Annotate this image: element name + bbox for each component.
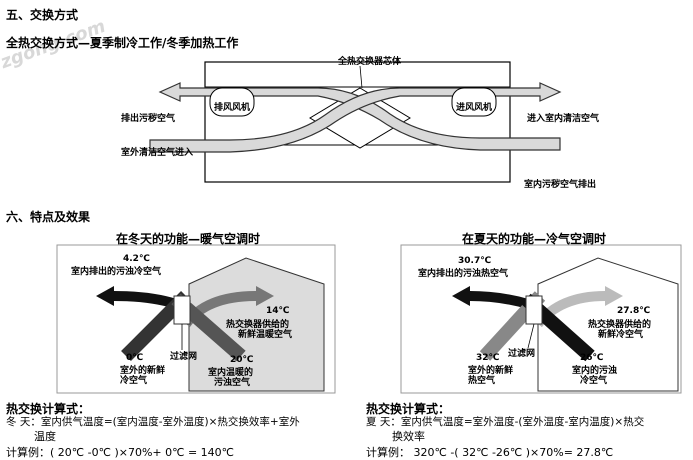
summer-outdoor-label-1: 室外的新鲜: [468, 366, 514, 376]
summer-exhaust-label: 室内排出的污浊热空气: [418, 269, 509, 279]
winter-calc-formula-1: 冬 天：室内供气温度=(室内温度-室外温度)×热交换效率+室外: [6, 416, 300, 428]
winter-indoor-label-2: 污浊空气: [214, 378, 251, 388]
summer-calc-heading: 热交换计算式：: [366, 402, 451, 416]
supply-fan-label: 进风风机: [456, 103, 493, 113]
winter-outdoor-label-1: 室外的新鲜: [120, 366, 166, 376]
supply-arrow: [149, 82, 562, 153]
summer-title: 在夏天的功能—冷气空调时: [462, 232, 607, 246]
exchange-diagram: [149, 61, 562, 183]
section6-title: 六、特点及效果: [6, 210, 91, 224]
summer-indoor-label-2: 冷空气: [580, 376, 608, 386]
exhaust-fan-icon: [209, 87, 255, 117]
summer-supply-temp: 27.8℃: [617, 306, 651, 316]
core-icon: [309, 87, 411, 149]
summer-supply-label-2: 新鲜冷空气: [598, 330, 644, 340]
summer-exhaust-temp: 30.7℃: [458, 256, 492, 266]
summer-indoor-temp: 26℃: [580, 353, 604, 363]
winter-exhaust-temp: 4.2℃: [123, 254, 150, 264]
winter-supply-label-1: 热交换器供给的: [226, 320, 290, 330]
summer-diagram: [400, 244, 682, 394]
winter-exhaust-label: 室内排出的污浊冷空气: [71, 267, 162, 277]
winter-outdoor-label-2: 冷空气: [120, 376, 148, 386]
summer-filter-icon: [525, 295, 543, 325]
supply-fan-icon: [451, 87, 497, 117]
winter-supply-label-2: 新鲜温暖空气: [238, 330, 293, 340]
exhaust-fan-label: 排风风机: [214, 103, 251, 113]
winter-diagram: [56, 244, 336, 394]
winter-outdoor-temp: 0℃: [126, 353, 144, 363]
winter-supply-temp: 14℃: [266, 306, 290, 316]
summer-calc-formula-1: 夏 天：室内供气温度=室外温度-(室外温度-室内温度)×热交: [366, 416, 645, 428]
left-bottom-label: 室外清洁空气进入: [121, 148, 194, 158]
summer-outdoor-temp: 32℃: [476, 353, 500, 363]
summer-filter-label: 过滤网: [508, 349, 536, 359]
summer-calc-formula-2: 换效率: [392, 430, 425, 443]
winter-indoor-temp: 20℃: [230, 355, 254, 365]
summer-outdoor-label-2: 热空气: [468, 376, 496, 386]
core-label: 全热交换器芯体: [338, 57, 402, 67]
section5-title: 五、交换方式: [6, 8, 79, 22]
winter-house: [188, 257, 325, 392]
winter-filter-label: 过滤网: [170, 352, 198, 362]
right-bottom-label: 室内污秽空气排出: [524, 180, 597, 190]
winter-calc-formula-2: 温度: [34, 430, 56, 443]
left-top-label: 排出污秽空气: [121, 114, 176, 124]
winter-indoor-label-1: 室内温暖的: [208, 368, 254, 378]
winter-title: 在冬天的功能—暖气空调时: [116, 232, 261, 246]
winter-calc-example: 计算例：( 20℃ -0℃ )×70%+ 0℃ = 140℃: [6, 446, 235, 459]
summer-house: [537, 257, 679, 392]
section5-subtitle: 全热交换方式—夏季制冷工作/冬季加热工作: [6, 36, 239, 50]
summer-indoor-label-1: 室内的污浊: [572, 366, 618, 376]
winter-calc-heading: 热交换计算式：: [6, 402, 91, 416]
summer-calc-example: 计算例： 320℃ -( 32℃ -26℃ )×70%= 27.8℃: [366, 446, 614, 459]
right-top-label: 进入室内清洁空气: [527, 114, 600, 124]
winter-filter-icon: [173, 295, 191, 325]
summer-supply-label-1: 热交换器供给的: [588, 320, 652, 330]
